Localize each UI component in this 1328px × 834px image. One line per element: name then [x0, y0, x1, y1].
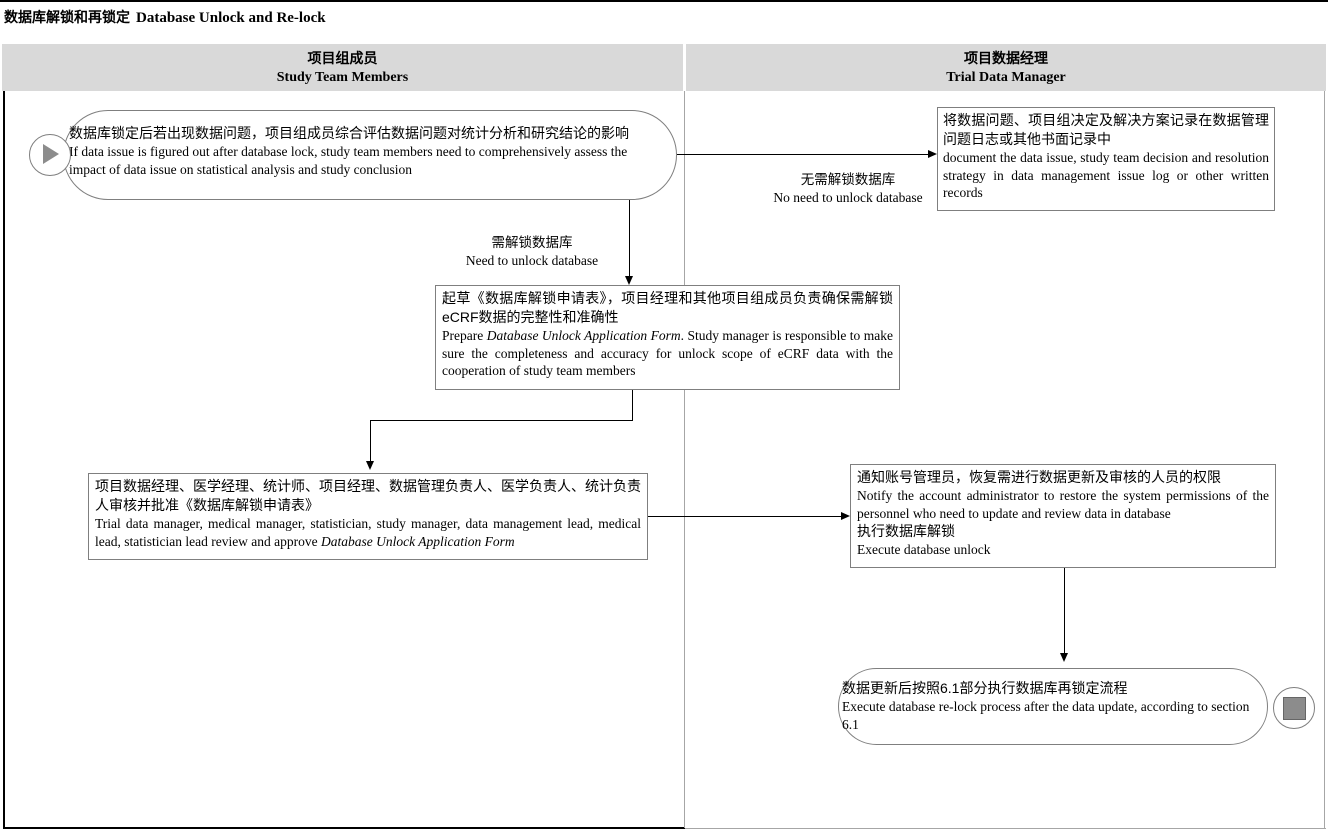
stop-icon	[1283, 697, 1306, 720]
node-text-en: If data issue is figured out after datab…	[69, 144, 628, 177]
top-border	[0, 0, 1328, 2]
lane-divider	[684, 91, 685, 828]
arrowhead-right	[928, 150, 937, 158]
lane-header-en: Study Team Members	[276, 70, 409, 85]
arrow-notify-to-end	[1064, 568, 1065, 653]
en-italic-form-name: Database Unlock Application Form	[486, 328, 681, 343]
elbow-seg-down-2	[370, 420, 371, 462]
node-text-zh1: 通知账号管理员，恢复需进行数据更新及审核的人员的权限	[857, 469, 1221, 485]
node-text-en2: Execute database unlock	[857, 542, 991, 557]
arrowhead-down	[625, 276, 633, 285]
node-text-zh2: 执行数据库解锁	[857, 523, 955, 539]
node-text-zh: 数据库锁定后若出现数据问题，项目组成员综合评估数据问题对统计分析和研究结论的影响	[69, 125, 629, 141]
elbow-seg-down-1	[632, 390, 633, 421]
arrow-start-to-prepare	[629, 200, 630, 277]
node-prepare-form: 起草《数据库解锁申请表》，项目经理和其他项目组成员负责确保需解锁eCRF数据的完…	[435, 285, 900, 390]
lane-header-data-manager: 项目数据经理 Trial Data Manager	[686, 44, 1326, 91]
page-title: 数据库解锁和再锁定 Database Unlock and Re-lock	[4, 8, 326, 28]
arrow-review-to-notify	[648, 516, 841, 517]
lane-header-en: Trial Data Manager	[946, 70, 1066, 85]
end-terminator	[1273, 687, 1315, 729]
node-text-zh: 将数据问题、项目组决定及解决方案记录在数据管理问题日志或其他书面记录中	[943, 112, 1269, 147]
node-start-assess: 数据库锁定后若出现数据问题，项目组成员综合评估数据问题对统计分析和研究结论的影响…	[63, 110, 677, 200]
lane-header-zh: 项目组成员	[307, 50, 378, 66]
node-text-en1: Notify the account administrator to rest…	[857, 488, 1269, 521]
edge-label-en: Need to unlock database	[465, 253, 599, 268]
arrowhead-down	[1060, 653, 1068, 662]
node-text-zh: 数据更新后按照6.1部分执行数据库再锁定流程	[842, 680, 1128, 696]
en-post: . Study manager is responsible to make s…	[442, 328, 893, 378]
node-review-approve: 项目数据经理、医学经理、统计师、项目经理、数据管理负责人、医学负责人、统计负责人…	[88, 473, 648, 560]
edge-label-zh: 无需解锁数据库	[800, 172, 896, 187]
edge-label-en: No need to unlock database	[773, 190, 923, 205]
en-italic-form-name: Database Unlock Application Form	[321, 533, 515, 549]
lane-header-zh: 项目数据经理	[964, 50, 1048, 66]
node-document-record: 将数据问题、项目组决定及解决方案记录在数据管理问题日志或其他书面记录中 docu…	[937, 107, 1275, 211]
node-text-zh: 项目数据经理、医学经理、统计师、项目经理、数据管理负责人、医学负责人、统计负责人…	[95, 478, 641, 513]
frame-left-border	[3, 91, 5, 829]
node-text-en: document the data issue, study team deci…	[943, 150, 1269, 200]
node-text-en: Execute database re-lock process after t…	[842, 699, 1250, 732]
arrowhead-right	[841, 512, 850, 520]
node-notify-unlock: 通知账号管理员，恢复需进行数据更新及审核的人员的权限 Notify the ac…	[850, 464, 1276, 568]
play-icon	[43, 144, 59, 164]
node-text-en: Prepare Database Unlock Application Form…	[442, 327, 893, 380]
en-pre: Trial data manager, medical manager, sta…	[95, 516, 641, 549]
arrowhead-down	[366, 461, 374, 470]
arrow-start-to-document	[677, 154, 928, 155]
frame-bottom-border-right	[685, 828, 1326, 829]
lane-header-study-team: 项目组成员 Study Team Members	[2, 44, 683, 91]
page-title-en: Database Unlock and Re-lock	[136, 10, 326, 26]
edge-label-need-unlock: 需解锁数据库 Need to unlock database	[402, 234, 662, 270]
start-terminator	[29, 134, 71, 176]
frame-right-border	[1324, 91, 1325, 829]
node-relock-end: 数据更新后按照6.1部分执行数据库再锁定流程 Execute database …	[838, 668, 1268, 745]
node-text-zh: 起草《数据库解锁申请表》，项目经理和其他项目组成员负责确保需解锁eCRF数据的完…	[442, 290, 893, 325]
edge-label-zh: 需解锁数据库	[491, 235, 573, 250]
frame-bottom-border-left	[3, 827, 685, 829]
page-title-zh: 数据库解锁和再锁定	[4, 9, 130, 25]
elbow-seg-left	[370, 420, 633, 421]
node-text-en: Trial data manager, medical manager, sta…	[95, 515, 641, 550]
en-pre: Prepare	[442, 328, 487, 343]
edge-label-no-unlock: 无需解锁数据库 No need to unlock database	[718, 171, 978, 207]
